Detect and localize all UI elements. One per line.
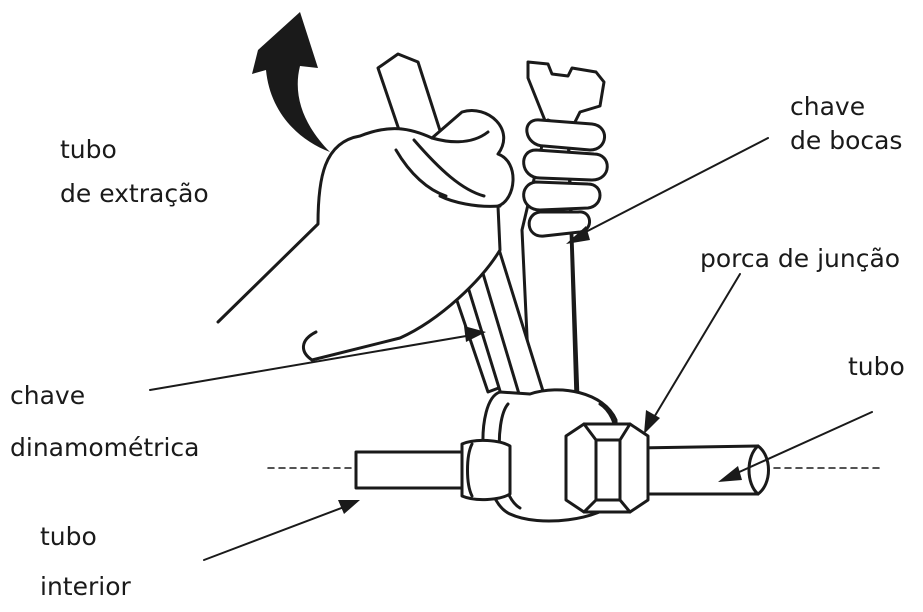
label-chave-dinamometrica: chave dinamométrica xyxy=(10,370,199,474)
label-tubo-extracao: tubo de extração xyxy=(60,128,209,216)
label-tubo-extracao-line2: de extração xyxy=(60,179,209,208)
label-tubo: tubo xyxy=(848,352,905,381)
right-hand-fingers xyxy=(522,118,609,238)
rotation-arrow-icon xyxy=(252,12,330,152)
label-tubo-interior: tubo interior xyxy=(40,512,131,612)
wrench-diagram xyxy=(149,12,881,561)
open-end-wrench xyxy=(520,60,606,412)
label-chave-bocas: chave de bocas xyxy=(790,90,902,158)
label-chave-dinamometrica-line1: chave xyxy=(10,381,86,410)
union-fitting xyxy=(460,438,512,502)
flare-nut xyxy=(564,422,650,514)
label-porca-juncao-text: porca de junção xyxy=(700,244,901,273)
label-tubo-interior-line1: tubo xyxy=(40,522,97,551)
label-tubo-interior-line2: interior xyxy=(40,572,131,601)
left-hand xyxy=(216,109,515,362)
inner-pipe xyxy=(354,450,464,490)
label-chave-bocas-line1: chave xyxy=(790,92,866,121)
label-chave-bocas-line2: de bocas xyxy=(790,126,903,155)
outer-pipe xyxy=(634,444,770,496)
leader-lines xyxy=(149,137,873,561)
label-chave-dinamometrica-line2: dinamométrica xyxy=(10,433,200,462)
label-porca-juncao: porca de junção xyxy=(700,244,923,274)
label-tubo-extracao-line1: tubo xyxy=(60,135,117,164)
